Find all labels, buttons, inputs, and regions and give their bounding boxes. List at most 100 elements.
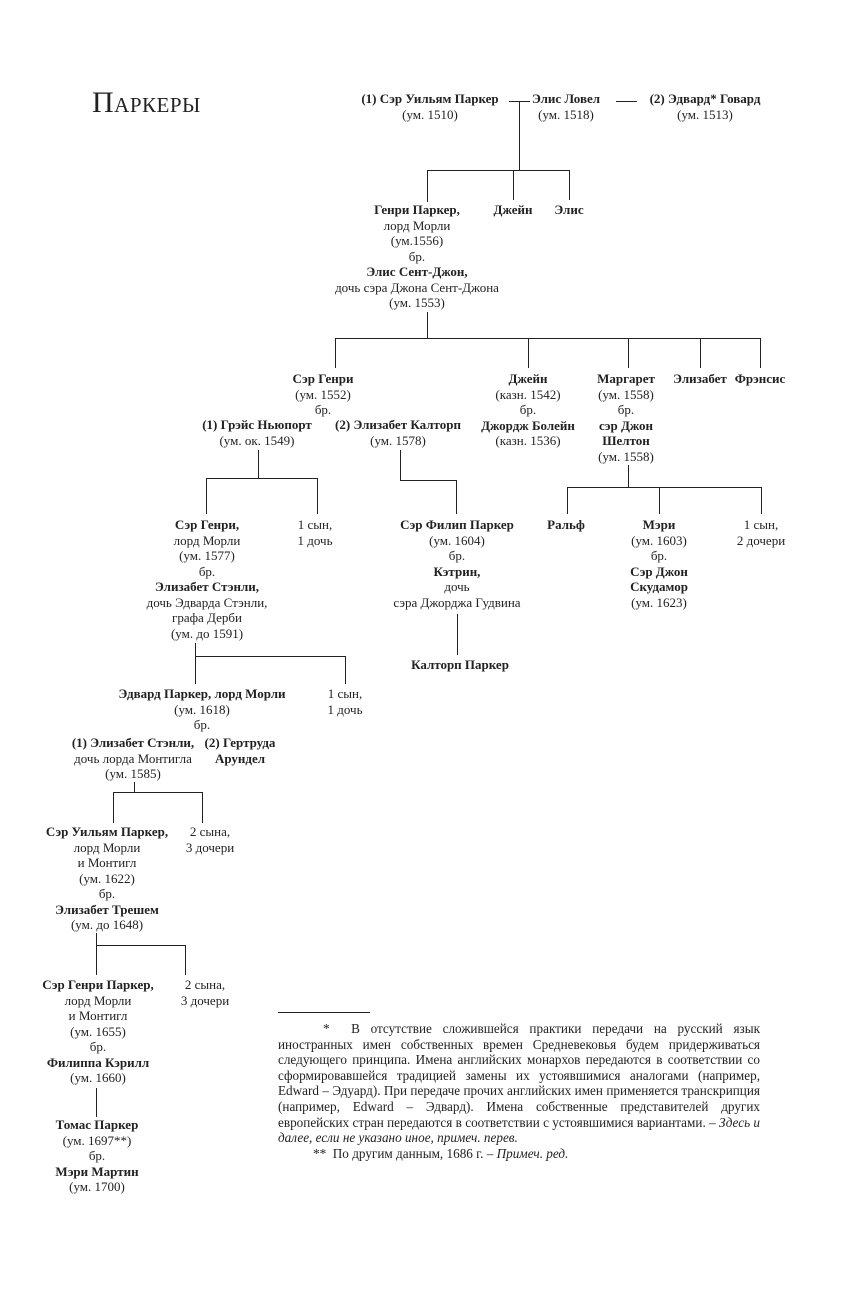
- sibling-line: [195, 656, 345, 657]
- person-node: Сэр Филип Паркер(ум. 1604)бр.Кэтрин,дочь…: [393, 517, 520, 610]
- sibling-line: [335, 338, 760, 339]
- descent-line: [760, 338, 761, 368]
- sibling-line: [567, 487, 761, 488]
- person-note: 1 дочь: [327, 701, 363, 717]
- person-node: (1) Элизабет Стэнли,дочь лорда Монтигла(…: [72, 735, 194, 782]
- person-node: Фрэнсис: [735, 371, 786, 387]
- person-name: Элизабет Стэнли,: [155, 579, 259, 594]
- descent-line: [96, 1088, 97, 1117]
- person-note: (ум. 1697**): [62, 1132, 132, 1148]
- person-note: и Монтигл: [68, 1008, 128, 1023]
- person-node: Сэр Генри(ум. 1552)бр.: [293, 371, 354, 418]
- person-node: 1 сын,1 дочь: [328, 686, 363, 717]
- descent-line: [113, 792, 114, 823]
- person-name: Элизабет: [673, 371, 727, 386]
- person-note: (ум. до 1648): [70, 917, 144, 932]
- person-name: Сэр Генри: [292, 371, 354, 386]
- person-note: бр.: [448, 548, 466, 563]
- person-note: бр.: [408, 248, 426, 264]
- person-name: Мэри: [642, 517, 676, 532]
- sibling-line: [400, 480, 456, 481]
- descent-line: [761, 487, 762, 514]
- person-note: бр.: [89, 1039, 107, 1054]
- person-name: Элис Сент-Джон,: [366, 264, 468, 279]
- descent-line: [427, 170, 428, 202]
- person-name: сэр Джон: [598, 417, 654, 433]
- person-name: (1) Элизабет Стэнли,: [71, 735, 195, 750]
- sibling-line: [96, 945, 185, 946]
- person-note: (ум. 1660): [70, 1070, 126, 1085]
- footnote-divider: [278, 1012, 370, 1013]
- person-note: 1 дочь: [297, 532, 333, 548]
- descent-line: [96, 933, 97, 945]
- sibling-line: [113, 792, 202, 793]
- person-note: (ум. 1518): [538, 106, 594, 122]
- person-name: (2) Эдвард* Говард: [649, 91, 761, 106]
- person-name: Джейн: [508, 371, 548, 386]
- footnote-text: В отсутствие сложившейся практики переда…: [278, 1021, 760, 1130]
- person-node: Джейн: [494, 202, 533, 218]
- person-node: Генри Паркер,лорд Морли(ум.1556)бр.Элис …: [335, 202, 499, 311]
- person-node: 2 сына,3 дочери: [181, 977, 229, 1008]
- person-note: бр.: [88, 1148, 106, 1163]
- person-node: (2) Элизабет Калторп(ум. 1578): [335, 417, 461, 448]
- person-name: Мэри Мартин: [55, 1163, 139, 1179]
- person-node: (2) Эдвард* Говард(ум. 1513): [650, 91, 761, 122]
- person-node: Калторп Паркер: [411, 657, 509, 673]
- person-note: (ум. до 1591): [170, 625, 244, 641]
- person-name: Сэр Филип Паркер: [400, 517, 514, 532]
- person-note: (казн. 1542): [495, 386, 561, 402]
- person-node: Джейн(казн. 1542)бр.Джордж Болейн(казн. …: [481, 371, 575, 449]
- person-note: 1 сын,: [743, 517, 779, 532]
- descent-line: [628, 338, 629, 368]
- person-note: (ум. 1618): [174, 701, 230, 717]
- person-note: лорд Морли: [173, 532, 241, 548]
- footnote-1: * В отсутствие сложившейся практики пере…: [278, 1021, 760, 1146]
- person-note: (ум. 1700): [69, 1179, 125, 1194]
- descent-line: [519, 101, 520, 170]
- person-note: (ум. 1603): [631, 532, 687, 548]
- descent-line: [569, 170, 570, 200]
- descent-line: [185, 945, 186, 975]
- descent-line: [427, 312, 428, 338]
- descent-line: [456, 480, 457, 514]
- descent-line: [400, 450, 401, 480]
- person-note: графа Дерби: [172, 610, 242, 625]
- descent-line: [134, 782, 135, 792]
- person-name: Джордж Болейн: [481, 417, 575, 433]
- person-name: Сэр Генри Паркер,: [42, 977, 154, 992]
- person-name: Элис: [554, 202, 584, 217]
- page-title: Паркеры: [92, 86, 201, 119]
- person-note: 2 сына,: [189, 824, 231, 839]
- person-note: 2 дочери: [736, 532, 786, 548]
- person-note: (ум. 1623): [631, 594, 687, 610]
- person-node: Сэр Генри,лорд Морли(ум. 1577)бр.Элизабе…: [147, 517, 268, 641]
- person-name: (2) Гертруда: [204, 735, 276, 750]
- person-node: Элизабет: [673, 371, 727, 387]
- descent-line: [345, 656, 346, 684]
- person-note: (ум.1556): [390, 233, 444, 248]
- person-name: (2) Элизабет Калторп: [335, 417, 461, 432]
- person-note: (ум. 1578): [370, 432, 426, 448]
- person-note: 1 сын,: [297, 517, 333, 532]
- person-name: Элизабет Трешем: [55, 901, 159, 917]
- person-node: 2 сына,3 дочери: [186, 824, 234, 855]
- descent-line: [700, 338, 701, 368]
- descent-line: [457, 614, 458, 655]
- person-note: бр.: [314, 402, 332, 417]
- person-name: (1) Грэйс Ньюпорт: [202, 417, 312, 432]
- person-name: Калторп Паркер: [411, 657, 509, 672]
- person-note: дочь сэра Джона Сент-Джона: [335, 279, 499, 295]
- person-note: (ум. 1553): [389, 295, 445, 310]
- descent-line: [528, 338, 529, 368]
- person-note: (ум. 1513): [677, 106, 733, 122]
- person-note: и Монтигл: [77, 855, 137, 870]
- descent-line: [335, 338, 336, 368]
- descent-line: [567, 487, 568, 514]
- person-name: Джейн: [493, 202, 533, 217]
- person-note: бр.: [519, 402, 537, 417]
- person-name: Сэр Джон: [630, 563, 688, 579]
- person-note: (ум. 1510): [402, 106, 458, 122]
